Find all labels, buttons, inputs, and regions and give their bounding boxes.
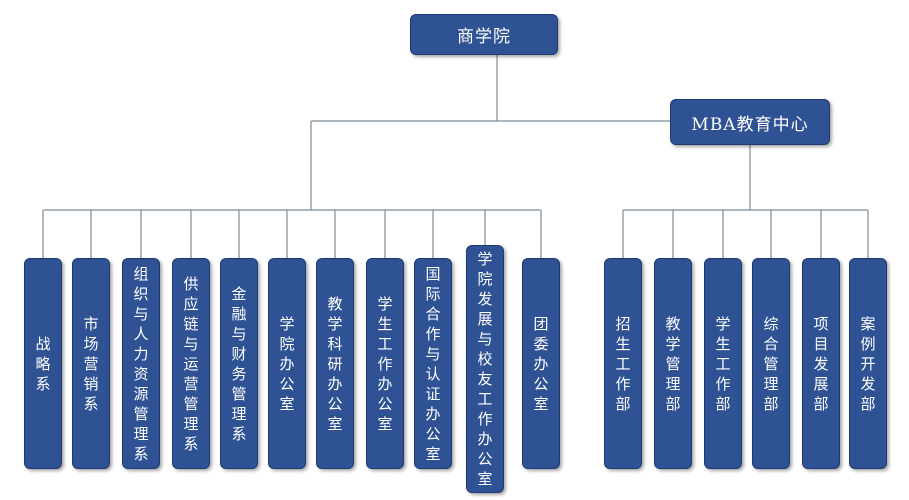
node-dept-strategy-label: 战略系 bbox=[35, 334, 51, 393]
node-mba-project-dev: 项目发展部 bbox=[802, 258, 840, 469]
node-dept-org-hr: 组织与人力资源管理系 bbox=[122, 258, 160, 469]
node-mba-teaching-mgmt: 教学管理部 bbox=[654, 258, 692, 469]
node-dept-marketing: 市场营销系 bbox=[72, 258, 110, 469]
node-dept-development-alumni-label: 学院发展与校友工作办公室 bbox=[477, 250, 493, 488]
node-mba-student-work-label: 学生工作部 bbox=[715, 314, 731, 413]
node-dept-development-alumni: 学院发展与校友工作办公室 bbox=[466, 245, 504, 493]
node-dept-marketing-label: 市场营销系 bbox=[83, 314, 99, 413]
node-dept-finance-label: 金融与财务管理系 bbox=[231, 284, 247, 443]
node-mba-case-dev-label: 案例开发部 bbox=[860, 314, 876, 413]
node-dept-intl-accreditation: 国际合作与认证办公室 bbox=[414, 258, 452, 469]
node-dept-teaching-research-label: 教学科研办公室 bbox=[327, 294, 343, 433]
node-mba-project-dev-label: 项目发展部 bbox=[813, 314, 829, 413]
node-mba-admissions-label: 招生工作部 bbox=[615, 314, 631, 413]
node-mba-teaching-mgmt-label: 教学管理部 bbox=[665, 314, 681, 413]
node-mba-center: MBA教育中心 bbox=[670, 99, 830, 145]
node-dept-student-affairs: 学生工作办公室 bbox=[366, 258, 404, 469]
node-mba-general-mgmt-label: 综合管理部 bbox=[763, 314, 779, 413]
node-dept-strategy: 战略系 bbox=[24, 258, 62, 469]
node-school-of-business: 商学院 bbox=[410, 14, 558, 55]
node-mba-center-label: MBA教育中心 bbox=[691, 114, 809, 135]
node-dept-supply-chain-label: 供应链与运营管理系 bbox=[183, 274, 199, 453]
mba-drop-lines bbox=[622, 210, 869, 258]
node-dept-youth-league-label: 团委办公室 bbox=[533, 314, 549, 413]
node-dept-supply-chain: 供应链与运营管理系 bbox=[172, 258, 210, 469]
node-dept-youth-league: 团委办公室 bbox=[522, 258, 560, 469]
node-dept-teaching-research: 教学科研办公室 bbox=[316, 258, 354, 469]
node-dept-school-office-label: 学院办公室 bbox=[279, 314, 295, 413]
node-dept-student-affairs-label: 学生工作办公室 bbox=[377, 294, 393, 433]
node-mba-case-dev: 案例开发部 bbox=[849, 258, 887, 469]
node-dept-intl-accreditation-label: 国际合作与认证办公室 bbox=[425, 264, 441, 463]
node-dept-org-hr-label: 组织与人力资源管理系 bbox=[133, 264, 149, 463]
node-mba-student-work: 学生工作部 bbox=[704, 258, 742, 469]
node-mba-general-mgmt: 综合管理部 bbox=[752, 258, 790, 469]
node-dept-school-office: 学院办公室 bbox=[268, 258, 306, 469]
node-mba-admissions: 招生工作部 bbox=[604, 258, 642, 469]
node-dept-finance: 金融与财务管理系 bbox=[220, 258, 258, 469]
dept-drop-lines bbox=[42, 210, 542, 258]
node-school-of-business-label: 商学院 bbox=[457, 27, 511, 47]
